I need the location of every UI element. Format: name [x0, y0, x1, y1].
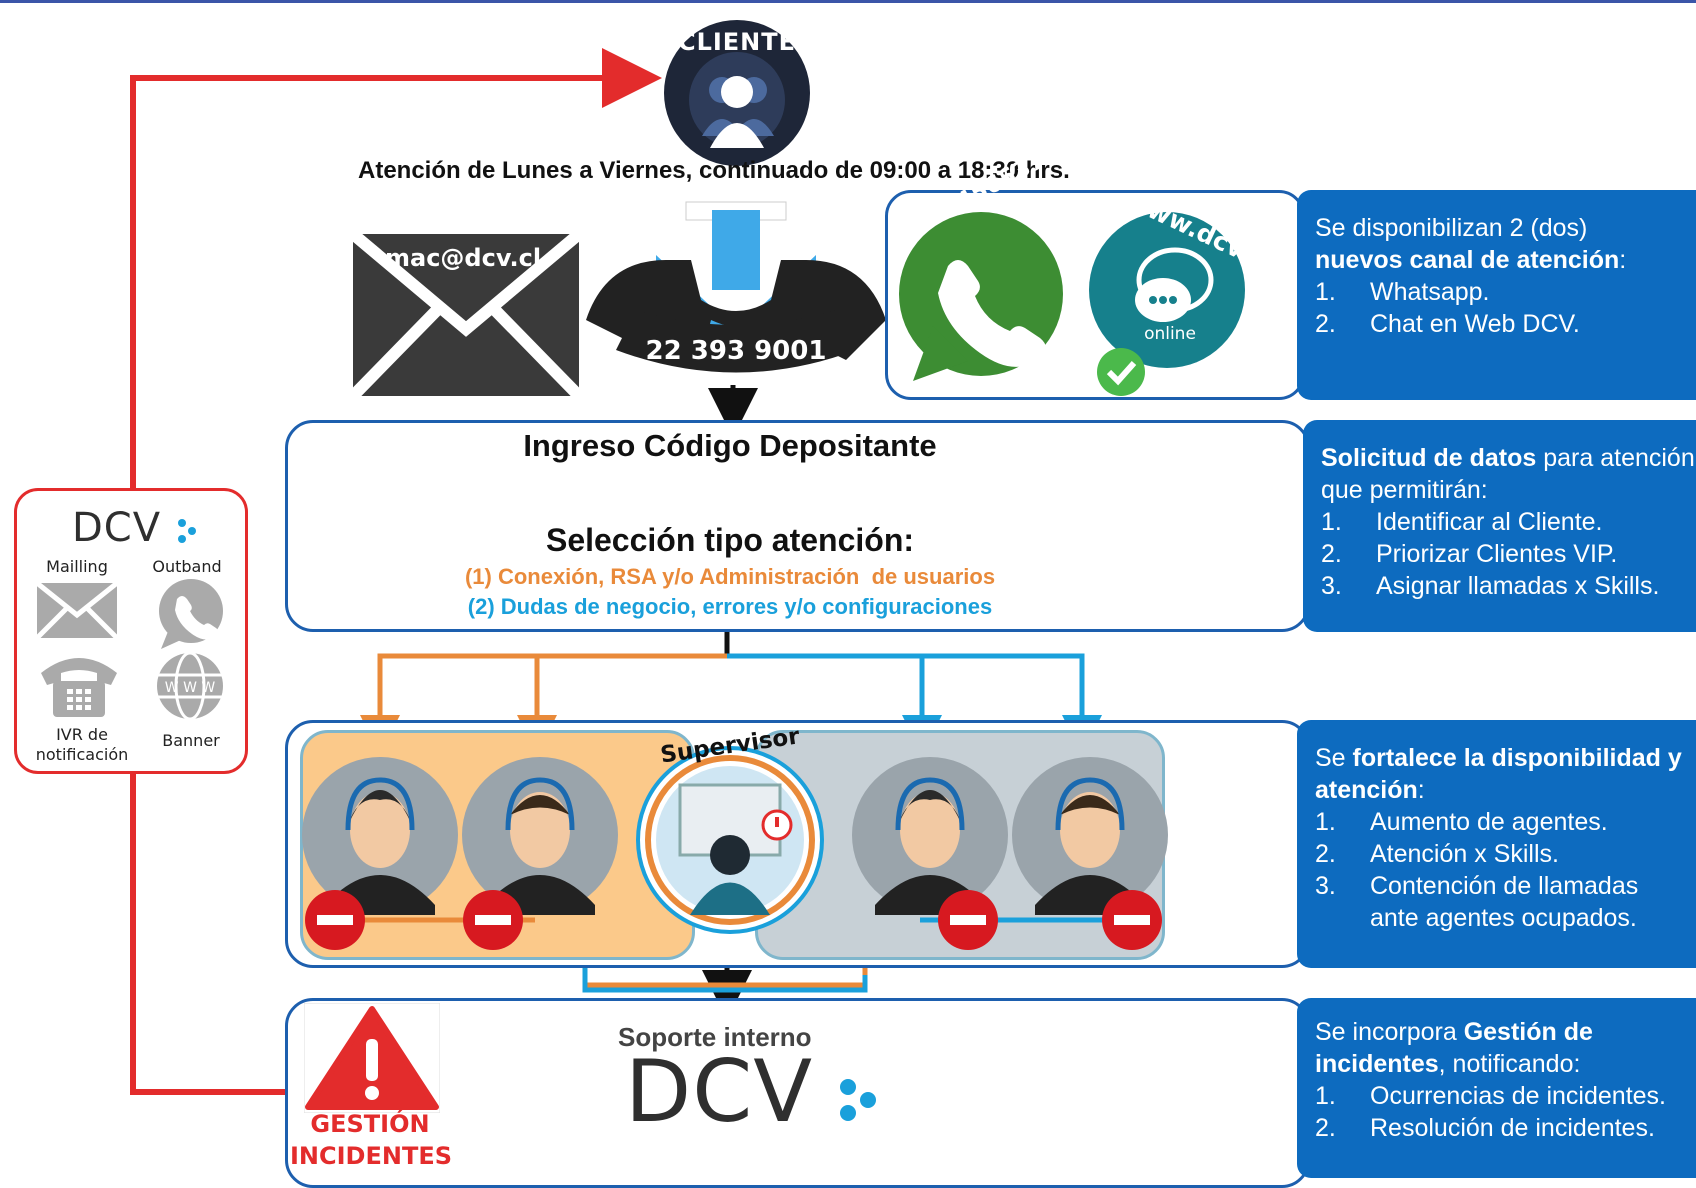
panel-intro: Se disponibilizan 2 (dos)	[1315, 214, 1588, 242]
banner-label: Banner	[162, 731, 220, 750]
busy-icon	[305, 890, 365, 950]
email-label: mac@dcv.cl	[385, 244, 542, 272]
data-request-panel: Solicitud de datos para atención que per…	[1303, 420, 1696, 632]
webchat-channel: www.dcv.cl online	[1085, 185, 1277, 400]
svg-text:W W W: W W W	[165, 680, 216, 696]
ingreso-title: Ingreso Código Depositante	[523, 428, 937, 463]
busy-icon	[1102, 890, 1162, 950]
whatsapp-icon	[899, 212, 1063, 381]
telephone-icon	[41, 658, 117, 717]
chat-status: online	[1144, 324, 1196, 344]
soporte-title: Soporte interno	[618, 1022, 812, 1052]
list-item: 3.Asignar llamadas x Skills.	[1321, 572, 1660, 600]
panel-rest: para atención que permitirán:	[1321, 444, 1695, 504]
panel-bold: nuevos canal de atención	[1315, 246, 1620, 274]
panel-suffix: :	[1417, 776, 1425, 804]
panel-suffix: :	[1619, 246, 1627, 274]
panel-intro: Se incorpora	[1315, 1018, 1464, 1046]
supervisor: Supervisor	[635, 723, 825, 935]
option-2: (2) Dudas de negocio, errores y/o config…	[467, 594, 993, 619]
cliente-badge: CLIENTE	[662, 18, 812, 168]
phone-channel: 22 393 9001	[586, 200, 886, 380]
schedule-text: Atención de Lunes a Viernes, continuado …	[358, 157, 1070, 184]
panel-bold: fortalece la disponibilidad y atención	[1315, 744, 1682, 804]
mail-icon	[37, 583, 117, 638]
whatsapp-channel: +569 45653790	[886, 132, 1078, 391]
card-dots-icon	[177, 516, 197, 546]
seleccion-title: Selección tipo atención:	[545, 522, 915, 558]
new-channels-panel: Se disponibilizan 2 (dos) nuevos canal d…	[1297, 190, 1696, 400]
soporte-box	[285, 998, 1310, 1188]
chat-icon	[1089, 212, 1245, 396]
dcv-dots-icon	[838, 1075, 878, 1125]
whatsapp-small-icon	[159, 579, 223, 649]
seleccion-box	[285, 420, 1310, 632]
busy-icon	[938, 890, 998, 950]
list-item: 2.Chat en Web DCV.	[1315, 310, 1580, 338]
agent-avatar-4	[1012, 757, 1168, 915]
option-1: (1) Conexión, RSA y/o Administración de …	[464, 564, 996, 589]
panel-bold: Gestión de incidentes	[1315, 1018, 1593, 1078]
phone-number: 22 393 9001	[645, 336, 827, 366]
agent-avatar-1	[302, 757, 458, 915]
card-dcv-logo: DCV	[72, 505, 162, 551]
email-channel: mac@dcv.cl	[348, 229, 584, 401]
list-item: 1.Aumento de agentes.	[1315, 808, 1608, 836]
availability-panel: Se fortalece la disponibilidad y atenció…	[1297, 720, 1696, 968]
incident-panel: Se incorpora Gestión de incidentes, noti…	[1297, 998, 1696, 1178]
list-item: 1.Whatsapp.	[1315, 278, 1490, 306]
agent-avatar-2	[462, 757, 618, 915]
alert-icon	[303, 1002, 441, 1114]
cliente-icon	[664, 20, 810, 166]
phone-icon	[586, 201, 886, 373]
supervisor-icon	[636, 746, 824, 934]
list-item: 3.Contención de llamadas ante agentes oc…	[1315, 872, 1639, 932]
list-item: 2.Atención x Skills.	[1315, 840, 1559, 868]
panel-intro: Se	[1315, 744, 1353, 772]
list-item: 1.Identificar al Cliente.	[1321, 508, 1603, 536]
mailling-label: Mailling	[46, 557, 108, 576]
panel-bold: Solicitud de datos	[1321, 444, 1537, 472]
top-border	[0, 0, 1696, 3]
busy-icon	[463, 890, 523, 950]
panel-rest: , notificando:	[1438, 1050, 1581, 1078]
ivr-label-1: IVR de	[56, 725, 108, 744]
list-item: 1.Ocurrencias de incidentes.	[1315, 1082, 1666, 1110]
agents-layer	[302, 757, 1168, 950]
gestion-label-1: GESTIÓN	[310, 1110, 430, 1138]
gestion-label-2: INCIDENTES	[290, 1142, 453, 1170]
envelope-icon	[348, 229, 584, 401]
outband-label: Outband	[152, 557, 222, 576]
list-item: 2.Resolución de incidentes.	[1315, 1114, 1655, 1142]
list-item: 2.Priorizar Clientes VIP.	[1321, 540, 1618, 568]
ivr-label-2: notificación	[35, 745, 129, 764]
cliente-label: CLIENTE	[677, 28, 797, 56]
globe-icon: W W W	[157, 651, 223, 721]
dcv-channels-card: DCV Mailling Outband W W W IVR de notifi…	[14, 488, 248, 774]
agent-avatar-3	[852, 757, 1008, 915]
dcv-logo: DCV	[625, 1042, 814, 1142]
